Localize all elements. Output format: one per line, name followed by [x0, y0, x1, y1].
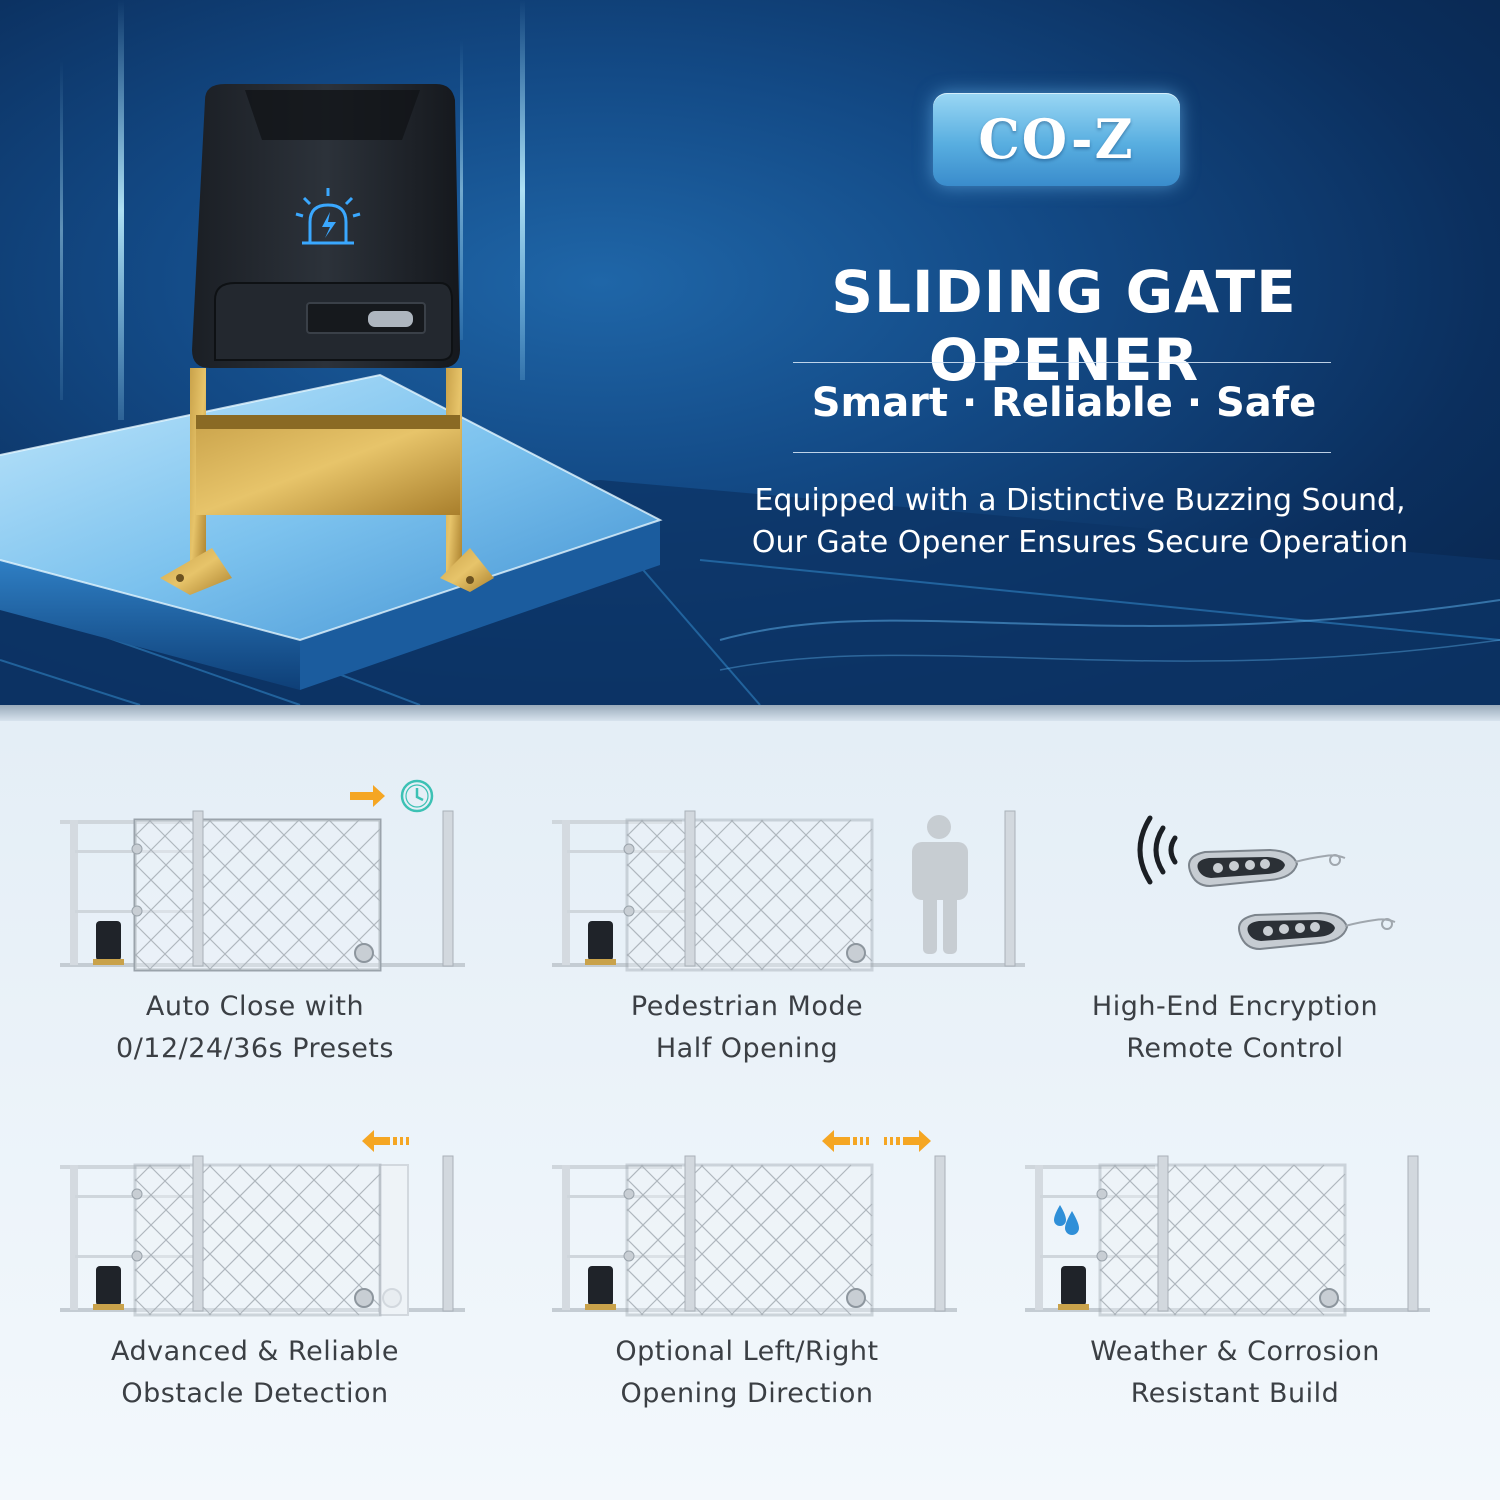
- sliding-gate-graphic: [552, 810, 1025, 972]
- feature-obstacle-detection: Advanced & Reliable Obstacle Detection: [55, 1121, 475, 1491]
- remote-control-icon-second: [1238, 911, 1396, 951]
- feature-label: Weather & Corrosion Resistant Build: [1035, 1331, 1435, 1415]
- sliding-gate-graphic: [1025, 1155, 1430, 1317]
- gate-illustration: [552, 1130, 957, 1317]
- feature-label-line2: Resistant Build: [1130, 1378, 1340, 1409]
- feature-label-line1: Optional Left/Right: [615, 1336, 879, 1367]
- hero-tagline: Smart · Reliable · Safe: [811, 380, 1317, 426]
- feature-weather-resistant: Weather & Corrosion Resistant Build: [1020, 1121, 1440, 1491]
- section-separator: [0, 705, 1500, 721]
- gate-illustration: [1025, 1155, 1430, 1317]
- feature-pedestrian-mode: Pedestrian Mode Half Opening: [547, 776, 1027, 1146]
- pedestrian-icon: [912, 815, 968, 954]
- features-section: Auto Close with 0/12/24/36s Presets: [0, 721, 1500, 1500]
- feature-label-line1: Advanced & Reliable: [110, 1336, 400, 1367]
- feature-label: Optional Left/Right Opening Direction: [547, 1331, 947, 1415]
- brand-logo-text: CO-Z: [978, 107, 1135, 172]
- feature-label-line1: Pedestrian Mode: [630, 991, 864, 1022]
- feature-auto-close: Auto Close with 0/12/24/36s Presets: [55, 776, 475, 1146]
- feature-label-line2: 0/12/24/36s Presets: [116, 1033, 394, 1064]
- gate-illustration: [60, 1130, 465, 1317]
- remote-illustration: [1137, 815, 1396, 951]
- hero-description-line1: Equipped with a Distinctive Buzzing Soun…: [754, 483, 1406, 518]
- feature-label: Pedestrian Mode Half Opening: [547, 986, 947, 1070]
- water-drop-icon: [1054, 1205, 1079, 1235]
- hero-description-line2: Our Gate Opener Ensures Secure Operation: [751, 525, 1409, 560]
- wireless-signal-icon: [1137, 815, 1178, 885]
- hero-section: CO-Z SLIDING GATE OPENER Smart · Reliabl…: [0, 0, 1500, 705]
- sliding-gate-graphic: [552, 1155, 957, 1317]
- feature-label-line1: Auto Close with: [145, 991, 365, 1022]
- arrow-right-icon: [350, 785, 385, 807]
- feature-label-line2: Remote Control: [1126, 1033, 1344, 1064]
- feature-label: Advanced & Reliable Obstacle Detection: [55, 1331, 455, 1415]
- hero-divider-top: [793, 362, 1331, 363]
- arrow-left-right-icon: [822, 1130, 931, 1152]
- feature-opening-direction: Optional Left/Right Opening Direction: [547, 1121, 967, 1491]
- gate-illustration: [60, 779, 465, 972]
- hero-description: Equipped with a Distinctive Buzzing Soun…: [700, 480, 1460, 564]
- hero-title: SLIDING GATE OPENER: [831, 258, 1297, 394]
- hero-background: [0, 0, 1500, 705]
- brand-logo-badge: CO-Z: [933, 93, 1180, 186]
- feature-label-line2: Opening Direction: [620, 1378, 874, 1409]
- gate-illustration: [552, 810, 1025, 972]
- feature-label-line1: Weather & Corrosion: [1090, 1336, 1380, 1367]
- hero-divider-bottom: [793, 452, 1331, 453]
- feature-label: High-End Encryption Remote Control: [1035, 986, 1435, 1070]
- feature-label-line1: High-End Encryption: [1091, 991, 1379, 1022]
- feature-remote-control: High-End Encryption Remote Control: [1035, 776, 1435, 1146]
- feature-label-line2: Obstacle Detection: [121, 1378, 389, 1409]
- gate-opener-device: [160, 84, 494, 595]
- arrow-left-icon: [362, 1130, 409, 1152]
- sliding-gate-graphic: [60, 810, 465, 972]
- sliding-gate-graphic: [60, 1155, 465, 1317]
- feature-label-line2: Half Opening: [655, 1033, 839, 1064]
- remote-control-icon: [1188, 848, 1346, 888]
- feature-label: Auto Close with 0/12/24/36s Presets: [55, 986, 455, 1070]
- clock-icon: [400, 779, 434, 813]
